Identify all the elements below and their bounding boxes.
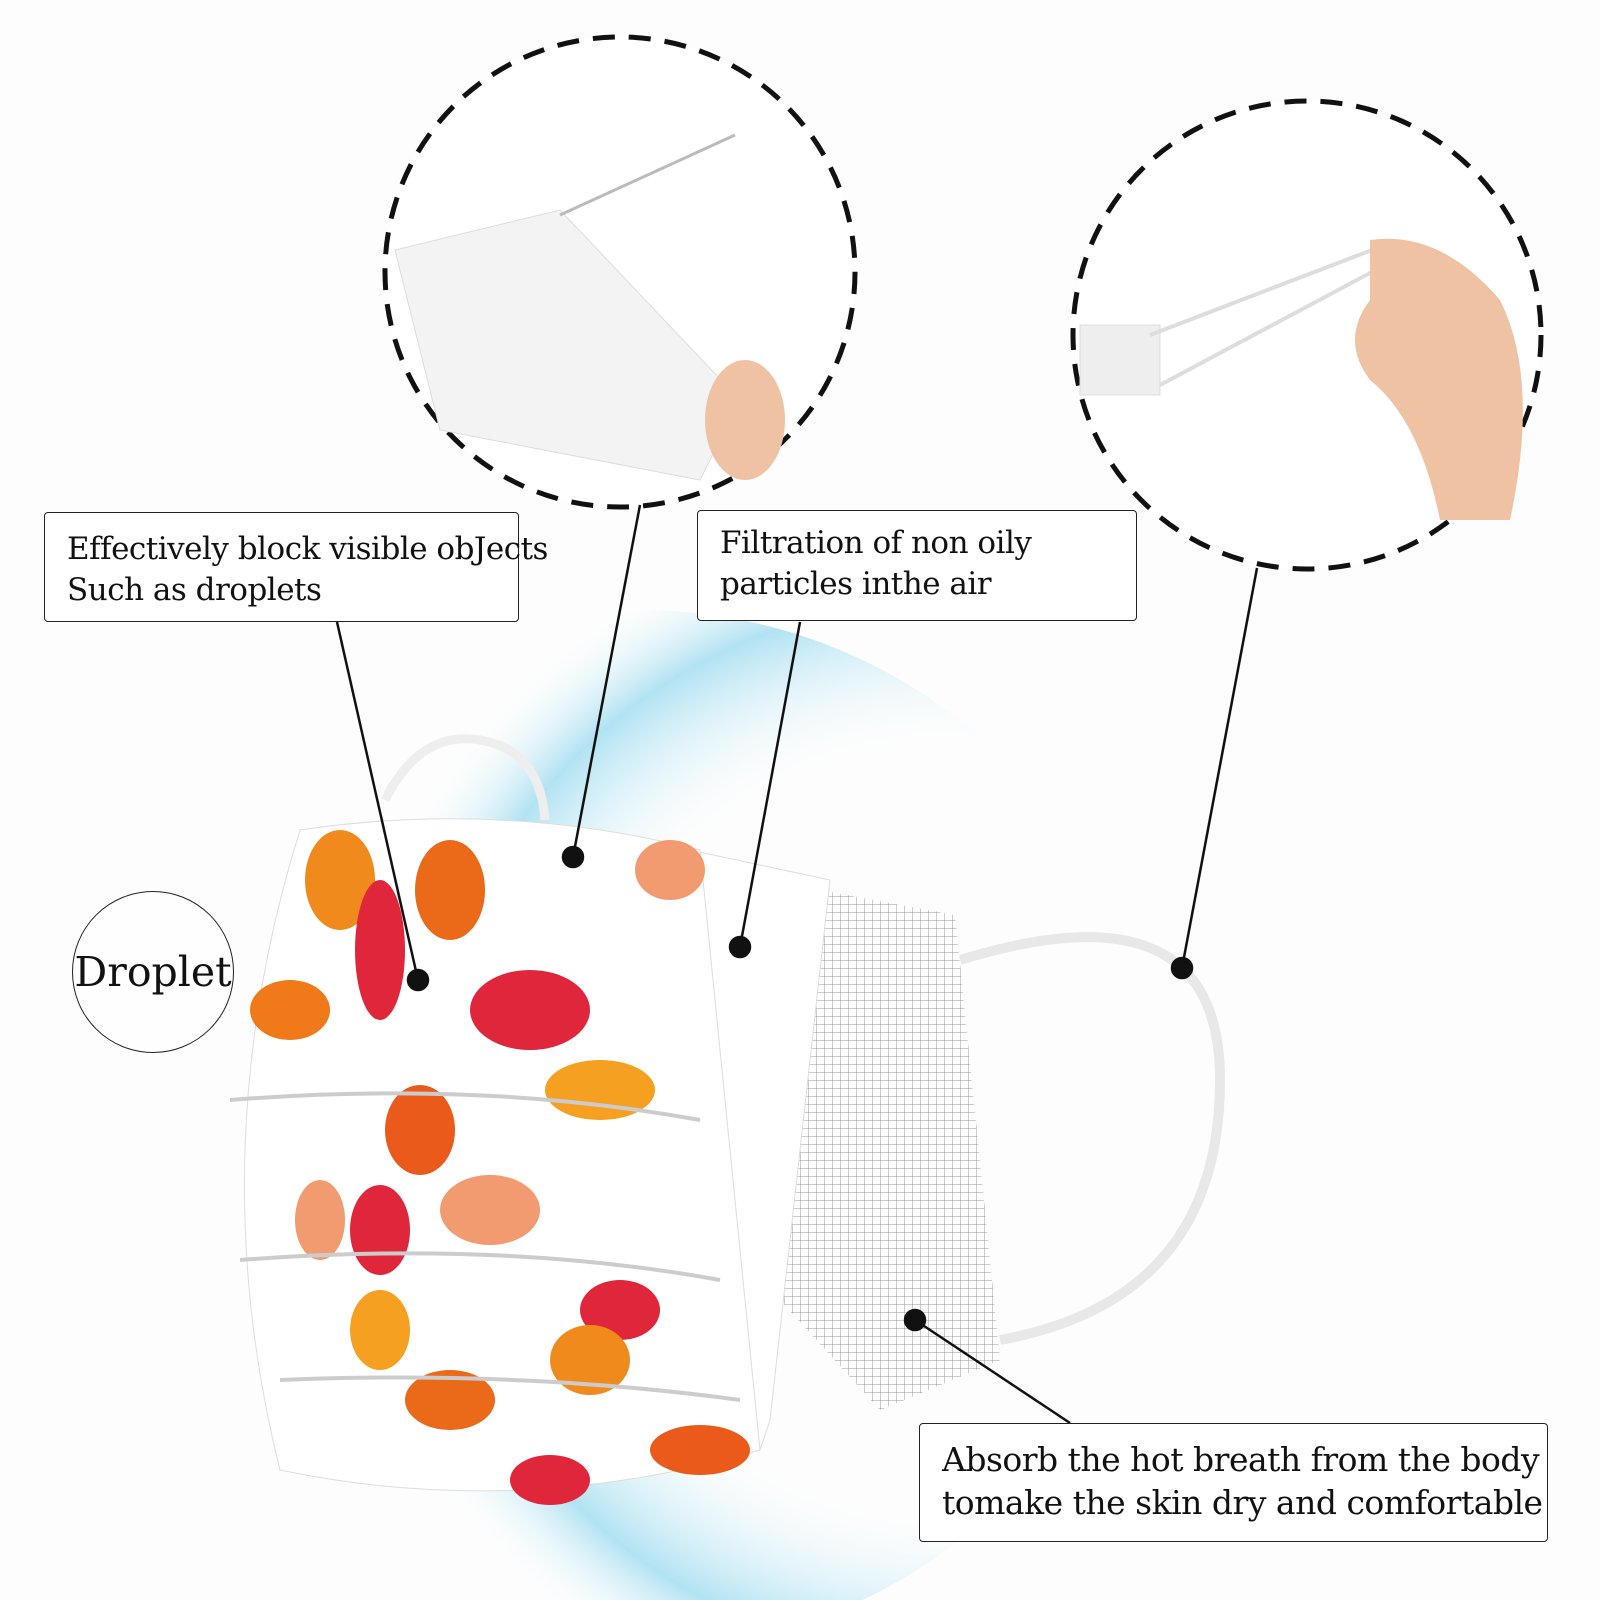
callout-text: Such as droplets — [67, 572, 322, 608]
leader-line — [335, 621, 420, 981]
fox-print — [350, 1290, 410, 1370]
callout-text: Filtration of non oily — [720, 525, 1032, 561]
callout-text: Absorb the hot breath from the body — [942, 1440, 1540, 1479]
fox-print — [385, 1085, 455, 1175]
elastic-loop — [1149, 243, 1386, 387]
callout-text: tomake the skin dry and comfortable — [942, 1483, 1543, 1522]
leader-line — [914, 1318, 1071, 1425]
fox-print — [415, 840, 485, 940]
detail-circle-nose-wire — [382, 34, 858, 510]
fox-print — [470, 970, 590, 1050]
nose-wire — [559, 133, 736, 217]
fox-print — [550, 1325, 630, 1395]
fox-print — [405, 1370, 495, 1430]
fox-print — [355, 880, 405, 1020]
callout-filtration: Filtration of non oily particles inthe a… — [697, 510, 1137, 621]
fox-print — [545, 1060, 655, 1120]
fox-print — [510, 1455, 590, 1505]
leader-dot — [406, 968, 430, 992]
hand — [1355, 238, 1523, 520]
finger — [705, 360, 785, 480]
leader-line — [571, 504, 642, 858]
callout-text: Effectively block visible obJects — [67, 531, 548, 567]
leader-dot — [1170, 956, 1194, 980]
callout-block-droplets: Effectively block visible obJects Such a… — [44, 512, 548, 622]
leader-line — [1180, 567, 1259, 969]
fox-print — [635, 840, 705, 900]
callout-text: particles inthe air — [720, 566, 992, 602]
loop-weld — [1079, 324, 1161, 396]
fox-print — [350, 1185, 410, 1275]
fox-print — [305, 830, 375, 930]
callout-absorb: Absorb the hot breath from the body toma… — [919, 1423, 1548, 1542]
droplet-label: Droplet — [72, 891, 234, 1053]
detail-circle-ear-loop — [1070, 98, 1544, 572]
fox-print — [295, 1180, 345, 1260]
fox-print — [650, 1425, 750, 1475]
leader-dot — [903, 1308, 927, 1332]
leader-dot — [561, 845, 585, 869]
leader-line — [738, 621, 802, 948]
leader-dot — [728, 935, 752, 959]
leader-lines — [335, 504, 1259, 1425]
fox-pattern — [250, 830, 750, 1505]
inner-mesh-layer — [780, 890, 1000, 1410]
fox-print — [580, 1280, 660, 1340]
mask-pleats — [229, 1091, 741, 1402]
fox-print — [250, 980, 330, 1040]
ear-loop — [958, 932, 1226, 1345]
fox-print — [440, 1175, 540, 1245]
ear-loop-top — [380, 734, 550, 821]
